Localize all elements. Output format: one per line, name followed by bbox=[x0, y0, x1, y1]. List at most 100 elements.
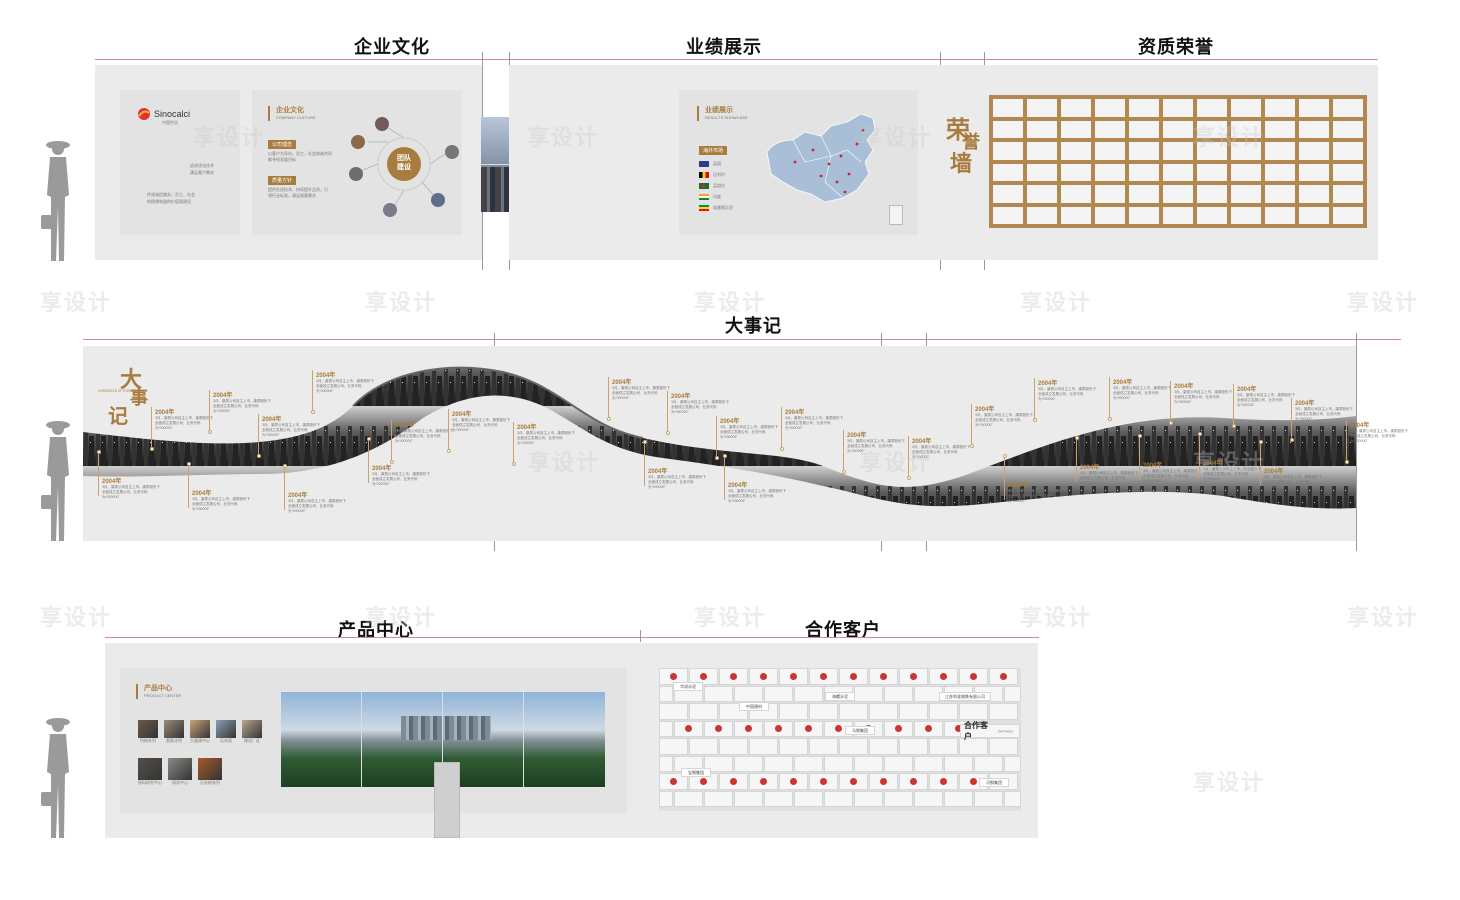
milestone-text: 3月，康泰公司自主上市，康泰股份下全面成立发展公司，业务代码为“000000” bbox=[288, 499, 346, 513]
milestone-text: 3月，康泰公司自主上市，康泰股份下全面成立发展公司，业务代码为“000000” bbox=[192, 497, 250, 511]
watermark-text: 享设计 bbox=[1347, 290, 1420, 315]
person-silhouette-icon bbox=[41, 141, 70, 261]
slogan-line: 追求优化技术 bbox=[190, 163, 214, 168]
honor-frame-slot bbox=[1229, 118, 1263, 140]
milestone-text: 3月，康泰公司自主上市，康泰股份下全面成立发展公司，业务代码为“000000” bbox=[517, 431, 575, 445]
product-thumbnail bbox=[138, 758, 162, 780]
product-item[interactable]: 石灰粉系列 bbox=[198, 758, 222, 786]
client-name-tile: 中国建材 bbox=[739, 702, 769, 711]
milestone-text: 3月，康泰公司自主上市，康泰股份下全面成立发展公司，业务代码为“000000” bbox=[1264, 475, 1322, 489]
product-row: 钙粉系列氢氧化钙大量建中心石灰窑 建设厂区 bbox=[138, 720, 262, 744]
product-item[interactable]: 研发中心 bbox=[168, 758, 192, 786]
milestone-dot bbox=[1137, 434, 1142, 438]
honor-frame-slot bbox=[1059, 161, 1093, 183]
product-item[interactable]: 氢氧化钙 bbox=[164, 720, 184, 744]
milestone-year: 2004年 bbox=[452, 412, 472, 418]
honor-frame-slot bbox=[1229, 204, 1263, 226]
client-name-tile: 江苏利淮钢铁有限公司 bbox=[939, 692, 991, 701]
product-label: 石灰窑 bbox=[220, 738, 232, 743]
product-thumbnail bbox=[198, 758, 222, 780]
client-logo-tile bbox=[764, 755, 793, 772]
milestone-text: 3月，康泰公司自主上市，康泰股份下全面成立发展公司，业务代码为“000000” bbox=[102, 485, 160, 499]
honor-frame-slot bbox=[1263, 161, 1297, 183]
honor-frame-slot bbox=[1161, 97, 1195, 119]
milestone-year: 2004年 bbox=[288, 493, 308, 499]
products-title: 产品中心 bbox=[338, 620, 414, 640]
client-logo-tile bbox=[749, 738, 778, 755]
client-logo-tile bbox=[794, 755, 823, 772]
watermark-text: 享设计 bbox=[860, 125, 933, 150]
client-logo-icon bbox=[955, 725, 962, 733]
honor-frame-slot bbox=[1263, 97, 1297, 119]
client-logo-tile bbox=[899, 668, 928, 685]
client-logo-icon bbox=[715, 725, 722, 733]
dimension-line bbox=[105, 637, 1039, 638]
milestone-dot bbox=[389, 460, 394, 464]
milestone-dot bbox=[1032, 418, 1037, 422]
milestone-stem bbox=[209, 390, 210, 432]
milestone-dot bbox=[310, 410, 315, 414]
honor-frame-slot bbox=[1297, 118, 1331, 140]
milestone-year: 2004年 bbox=[1295, 401, 1315, 407]
milestone-dot bbox=[642, 440, 647, 444]
honor-frame-slot bbox=[1127, 183, 1161, 205]
honor-frame-slot bbox=[1263, 183, 1297, 205]
milestone-text: 3月，康泰公司自主上市，康泰股份下全面成立发展公司，业务代码为“000000” bbox=[395, 429, 453, 443]
culture-heading: 企业文化 bbox=[276, 107, 304, 114]
milestone-year: 2004年 bbox=[517, 425, 537, 431]
client-logo-tile bbox=[659, 755, 673, 772]
client-logo-tile bbox=[794, 685, 823, 702]
client-logo-tile bbox=[824, 790, 853, 807]
client-logo-tile bbox=[674, 790, 703, 807]
honor-frame-slot bbox=[1297, 161, 1331, 183]
watermark-text: 享设计 bbox=[694, 605, 767, 630]
heading-bar bbox=[697, 106, 699, 121]
milestone-stem bbox=[1346, 420, 1347, 462]
honor-frame-slot bbox=[1059, 118, 1093, 140]
product-item[interactable]: 原料研究中心 bbox=[138, 758, 162, 786]
milestone-dot bbox=[511, 462, 516, 466]
honor-frame-slot bbox=[1331, 97, 1365, 119]
product-item[interactable]: 大量建中心 bbox=[190, 720, 210, 744]
client-logo-tile bbox=[794, 790, 823, 807]
milestone-stem bbox=[667, 391, 668, 433]
client-logo-tile bbox=[779, 668, 808, 685]
milestone-year: 2004年 bbox=[671, 394, 691, 400]
client-logo-tile bbox=[809, 703, 838, 720]
product-item[interactable]: 石灰窑 bbox=[216, 720, 236, 744]
milestone-text: 3月，康泰公司自主上市，康泰股份下全面成立发展公司，业务代码为“000000” bbox=[1038, 387, 1096, 401]
milestone-stem bbox=[513, 422, 514, 464]
milestone-year: 2004年 bbox=[192, 491, 212, 497]
client-logo-tile bbox=[734, 685, 763, 702]
milestone-stem bbox=[1076, 440, 1077, 482]
milestone-dot bbox=[1289, 438, 1294, 442]
client-logo-tile bbox=[809, 773, 838, 790]
milestone-dot bbox=[1168, 421, 1173, 425]
milestone-dot bbox=[1231, 424, 1236, 428]
client-logo-tile bbox=[989, 738, 1018, 755]
client-logo-tile bbox=[914, 755, 943, 772]
body-line: 传递诚信服务，员工、社会 bbox=[147, 192, 195, 197]
honor-frame-slot bbox=[1025, 183, 1059, 205]
client-logo-tile bbox=[719, 738, 748, 755]
honor-frame-slot bbox=[1331, 140, 1365, 162]
milestone-dot bbox=[779, 447, 784, 451]
team-diagram bbox=[349, 117, 459, 217]
client-name-tile: 河钢集团 bbox=[979, 778, 1009, 787]
product-label: 石灰粉系列 bbox=[200, 779, 220, 785]
client-logo-icon bbox=[910, 672, 917, 680]
product-thumbnail bbox=[216, 720, 236, 738]
watermark-text: 享设计 bbox=[1193, 125, 1266, 150]
product-item[interactable]: 建设厂区 bbox=[242, 720, 262, 744]
client-logo-icon bbox=[850, 672, 857, 680]
product-item[interactable]: 钙粉系列 bbox=[138, 720, 158, 744]
milestone-stem bbox=[781, 407, 782, 449]
